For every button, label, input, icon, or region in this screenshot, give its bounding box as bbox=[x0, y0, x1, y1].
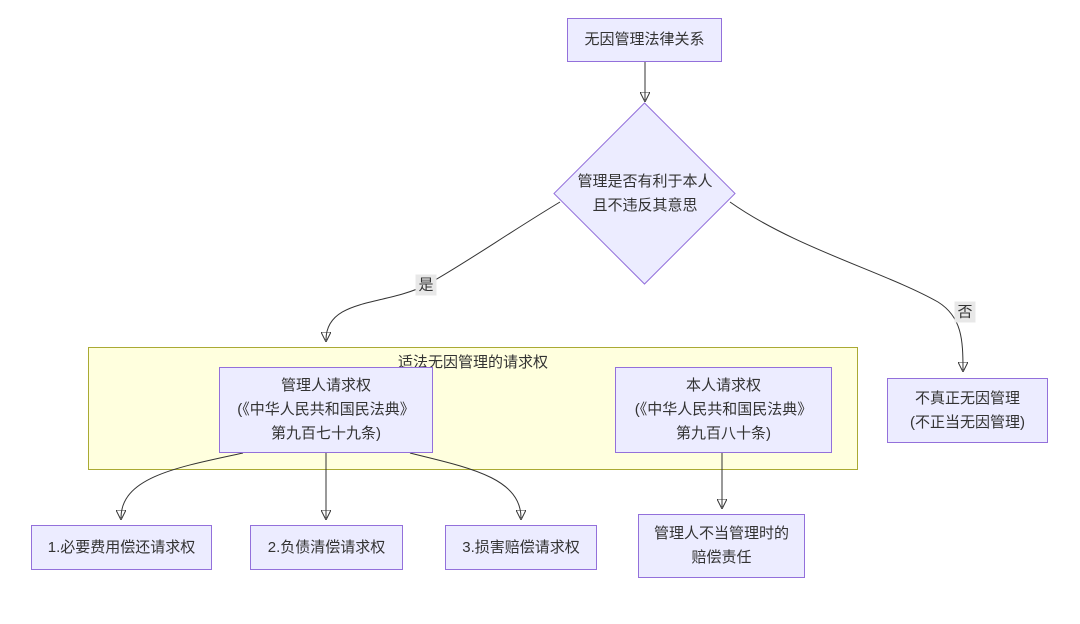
manager-claim-line: (《中华人民共和国民法典》 bbox=[237, 401, 415, 418]
untrue-management-node: 不真正无因管理 (不正当无因管理) bbox=[887, 378, 1048, 443]
liability-line: 赔偿责任 bbox=[691, 549, 752, 566]
decision-line: 且不违反其意思 bbox=[592, 197, 698, 214]
untrue-management-line: 不真正无因管理 bbox=[914, 389, 1020, 407]
liability-node: 管理人不当管理时的 赔偿责任 bbox=[638, 514, 805, 578]
claim3-node: 3.损害赔偿请求权 bbox=[445, 525, 597, 570]
claim3-label: 3.损害赔偿请求权 bbox=[462, 538, 580, 556]
principal-claim-line: 第九百八十条) bbox=[676, 425, 771, 442]
root-node-label: 无因管理法律关系 bbox=[584, 31, 705, 48]
manager-claim-node: 管理人请求权 (《中华人民共和国民法典》 第九百七十九条) bbox=[219, 367, 433, 453]
principal-claim-line: (《中华人民共和国民法典》 bbox=[634, 401, 813, 418]
claim2-node: 2.负债清偿请求权 bbox=[250, 525, 403, 570]
root-node: 无因管理法律关系 bbox=[567, 18, 722, 62]
no-edge-label: 否 bbox=[954, 301, 976, 323]
subgraph-title: 适法无因管理的请求权 bbox=[397, 354, 548, 371]
principal-claim-line: 本人请求权 bbox=[685, 377, 761, 394]
manager-claim-line: 管理人请求权 bbox=[280, 377, 371, 394]
edge-decision-yes-to-subgraph bbox=[326, 201, 561, 340]
untrue-management-line: (不正当无因管理) bbox=[910, 413, 1025, 431]
claim1-label: 1.必要费用偿还请求权 bbox=[47, 538, 196, 556]
principal-claim-node: 本人请求权 (《中华人民共和国民法典》 第九百八十条) bbox=[615, 367, 832, 453]
claim2-label: 2.负债清偿请求权 bbox=[267, 538, 386, 556]
liability-line: 管理人不当管理时的 bbox=[653, 525, 789, 542]
claim1-node: 1.必要费用偿还请求权 bbox=[31, 525, 212, 570]
edge-decision-no-to-untrue bbox=[729, 201, 963, 370]
yes-edge-label: 是 bbox=[415, 274, 437, 296]
decision-node: 管理是否有利于本人 且不违反其意思 bbox=[545, 170, 745, 218]
manager-claim-line: 第九百七十九条) bbox=[271, 425, 381, 442]
decision-line: 管理是否有利于本人 bbox=[577, 173, 713, 190]
